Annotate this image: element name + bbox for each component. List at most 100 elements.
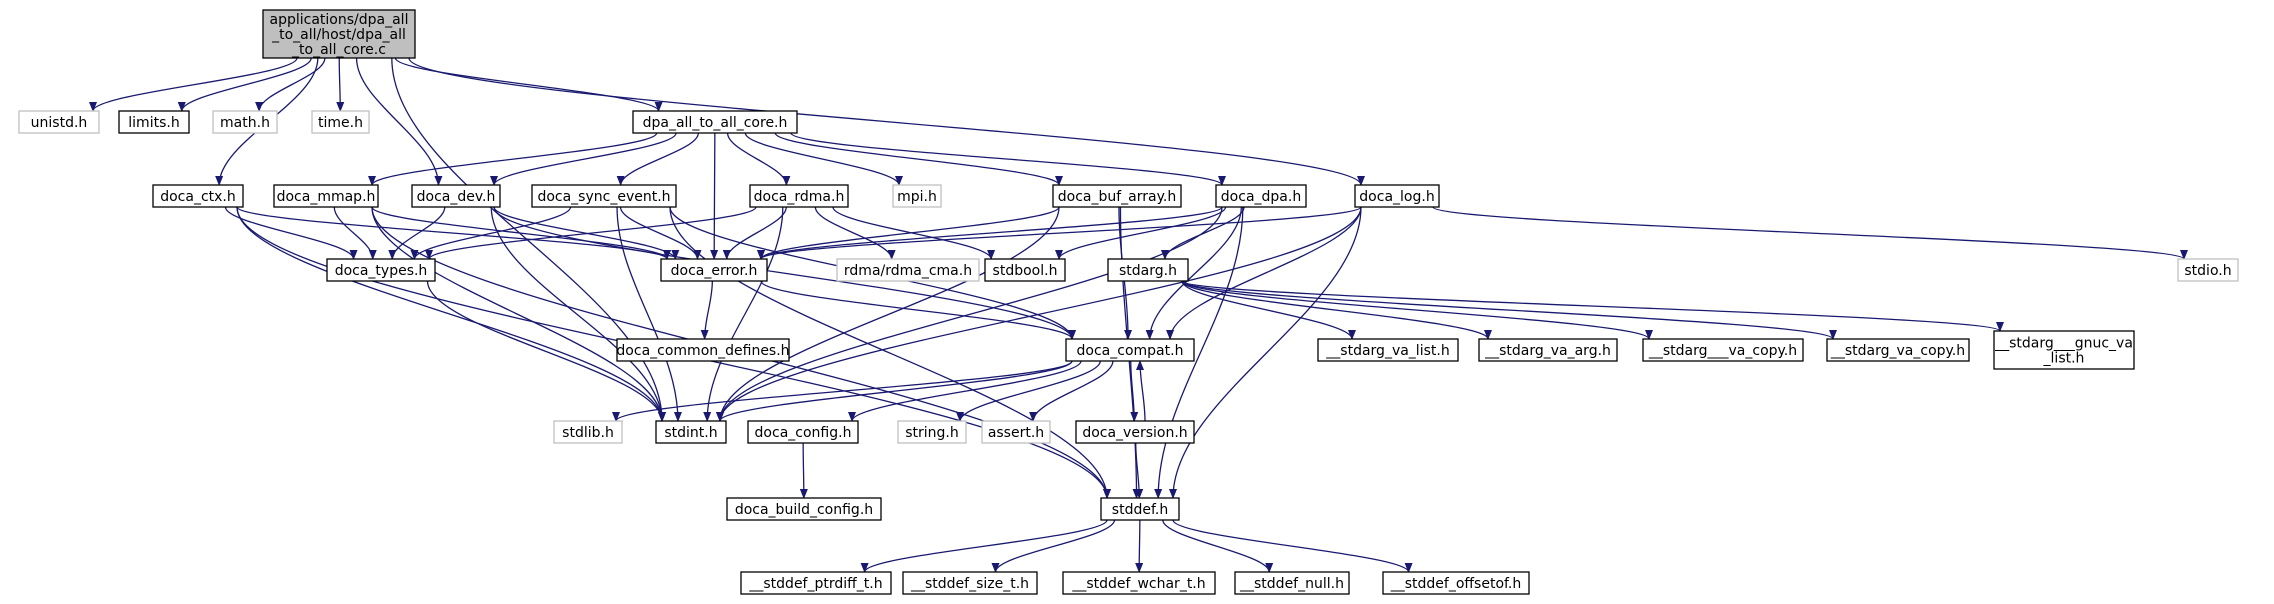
node-stddef[interactable]: stddef.h <box>1100 497 1180 521</box>
node-label: unistd.h <box>31 115 88 131</box>
edge-stddef-to-stddef_wchar <box>1135 519 1144 573</box>
edge-doca_dpa-to-stddef <box>1154 206 1244 499</box>
node-stddef-size[interactable]: __stddef_size_t.h <box>902 571 1038 595</box>
node-label: __stdarg_va_arg.h <box>1484 343 1611 359</box>
edge-stddef-to-stddef_offsetof <box>1172 519 1413 573</box>
node-doca-common-defines[interactable]: doca_common_defines.h <box>616 338 790 362</box>
node-box <box>1993 330 2135 370</box>
node-doca-build-config[interactable]: doca_build_config.h <box>726 497 882 521</box>
node-doca-rdma[interactable]: doca_rdma.h <box>749 184 849 208</box>
node-stdlib: stdlib.h <box>553 420 623 444</box>
edge-dpa_core-to-mpi <box>744 132 903 186</box>
node-limits[interactable]: limits.h <box>118 110 190 134</box>
node-stdint[interactable]: stdint.h <box>655 420 727 444</box>
edge-root-to-limits <box>177 57 312 112</box>
edge-doca_rdma-to-doca_error <box>722 206 787 260</box>
node-stdarg---va-copy[interactable]: __stdarg___va_copy.h <box>1642 338 1804 362</box>
edge-doca_dev-to-stdint <box>490 206 666 422</box>
node-label: _list.h <box>2043 351 2085 367</box>
edge-doca_ctx-to-stdint <box>236 206 666 422</box>
node-label: __stdarg_va_list.h <box>1325 343 1449 359</box>
edge-doca_log-to-doca_compat <box>1166 206 1362 340</box>
node-label: doca_build_config.h <box>735 502 873 518</box>
node-doca-error[interactable]: doca_error.h <box>660 258 768 282</box>
node-label: _to_all_core.c <box>291 42 386 58</box>
node-label: mpi.h <box>897 189 937 205</box>
node-label: stdlib.h <box>562 425 614 441</box>
node-doca-log[interactable]: doca_log.h <box>1354 184 1440 208</box>
node-stdarg-va-list[interactable]: __stdarg_va_list.h <box>1317 338 1459 362</box>
node-stddef-ptrdiff[interactable]: __stddef_ptrdiff_t.h <box>740 571 892 595</box>
node-doca-version[interactable]: doca_version.h <box>1075 420 1195 444</box>
node-box <box>1234 571 1350 595</box>
node-string: string.h <box>897 420 967 444</box>
node-label: __stddef_ptrdiff_t.h <box>748 576 882 592</box>
node-box <box>311 110 370 134</box>
node-box <box>212 110 278 134</box>
node-stdarg[interactable]: stdarg.h <box>1107 258 1189 282</box>
edge-doca_version-to-stddef <box>1135 442 1144 499</box>
node-label: stddef.h <box>1112 502 1168 518</box>
node-box <box>981 420 1051 444</box>
node-doca-dev[interactable]: doca_dev.h <box>411 184 501 208</box>
node-box <box>1826 338 1970 362</box>
node-dpa-core[interactable]: dpa_all_to_all_core.h <box>632 110 798 134</box>
node-box <box>1052 184 1182 208</box>
edge-doca_compat-to-doca_config <box>848 360 1082 422</box>
node-doca-ctx[interactable]: doca_ctx.h <box>152 184 244 208</box>
edge-dpa_core-to-doca_mmap <box>368 132 658 186</box>
edge-stdarg-to-stdarg_gnuc <box>1181 280 2004 332</box>
edge-doca_compat-to-assert <box>1029 360 1114 422</box>
node-doca-dpa[interactable]: doca_dpa.h <box>1215 184 1307 208</box>
node-stdarg-va-copy[interactable]: __stdarg_va_copy.h <box>1826 338 1970 362</box>
node-stddef-offsetof[interactable]: __stddef_offsetof.h <box>1382 571 1530 595</box>
node-stdarg-va-arg[interactable]: __stdarg_va_arg.h <box>1478 338 1618 362</box>
node-doca-mmap[interactable]: doca_mmap.h <box>273 184 379 208</box>
header-nodes: applications/dpa_all_to_all/host/dpa_all… <box>18 9 2239 595</box>
node-stddef-wchar[interactable]: __stddef_wchar_t.h <box>1062 571 1216 595</box>
node-label: _to_all/host/dpa_all <box>271 27 406 43</box>
node-stdarg-gnuc[interactable]: __stdarg___gnuc_va_list.h <box>1993 330 2135 370</box>
edge-stdarg-to-stdarg_va_arg <box>1181 280 1492 340</box>
edge-doca_compat-to-stdint <box>716 360 1073 422</box>
node-doca-sync-event[interactable]: doca_sync_event.h <box>531 184 677 208</box>
node-doca-config[interactable]: doca_config.h <box>747 420 859 444</box>
node-label: stdarg.h <box>1119 263 1177 279</box>
node-doca-types[interactable]: doca_types.h <box>326 258 436 282</box>
edge-stdarg-to-stdarg_va_copy <box>1181 280 1837 340</box>
node-doca-compat[interactable]: doca_compat.h <box>1065 338 1195 362</box>
node-box <box>616 338 790 362</box>
node-box <box>152 184 244 208</box>
node-label: rdma/rdma_cma.h <box>844 263 972 279</box>
edge-dpa_core-to-doca_dev <box>490 132 677 186</box>
dependency-edges <box>89 57 2188 573</box>
node-stdbool[interactable]: stdbool.h <box>984 258 1066 282</box>
node-label: string.h <box>905 425 959 441</box>
edge-doca_dpa-to-stdbool <box>1055 206 1227 260</box>
node-label: doca_version.h <box>1082 425 1187 441</box>
node-label: __stdarg___gnuc_va <box>1994 336 2133 352</box>
edge-doca_rdma-to-doca_types <box>425 206 757 260</box>
node-label: applications/dpa_all <box>270 12 409 28</box>
node-time: time.h <box>311 110 370 134</box>
node-label: doca_mmap.h <box>277 189 376 205</box>
edge-dpa_core-to-doca_buf_array <box>774 132 1063 186</box>
edge-doca_error-to-doca_common_defines <box>700 280 713 340</box>
edge-doca_buf_array-to-stdint <box>716 206 1060 422</box>
node-box <box>726 497 882 521</box>
edge-doca_mmap-to-stdint <box>371 206 666 422</box>
node-label: __stddef_offsetof.h <box>1390 576 1522 592</box>
node-label: doca_dpa.h <box>1221 189 1301 205</box>
node-root[interactable]: applications/dpa_all_to_all/host/dpa_all… <box>262 9 416 59</box>
node-doca-buf-array[interactable]: doca_buf_array.h <box>1052 184 1182 208</box>
node-label: assert.h <box>988 425 1044 441</box>
node-label: __stddef_wchar_t.h <box>1071 576 1205 592</box>
edge-root-to-unistd <box>89 57 298 112</box>
node-box <box>655 420 727 444</box>
edge-stddef-to-stddef_null <box>1162 519 1274 573</box>
node-stddef-null[interactable]: __stddef_null.h <box>1234 571 1350 595</box>
node-label: doca_config.h <box>755 425 852 441</box>
node-box <box>1354 184 1440 208</box>
node-box <box>273 184 379 208</box>
node-box <box>1382 571 1530 595</box>
